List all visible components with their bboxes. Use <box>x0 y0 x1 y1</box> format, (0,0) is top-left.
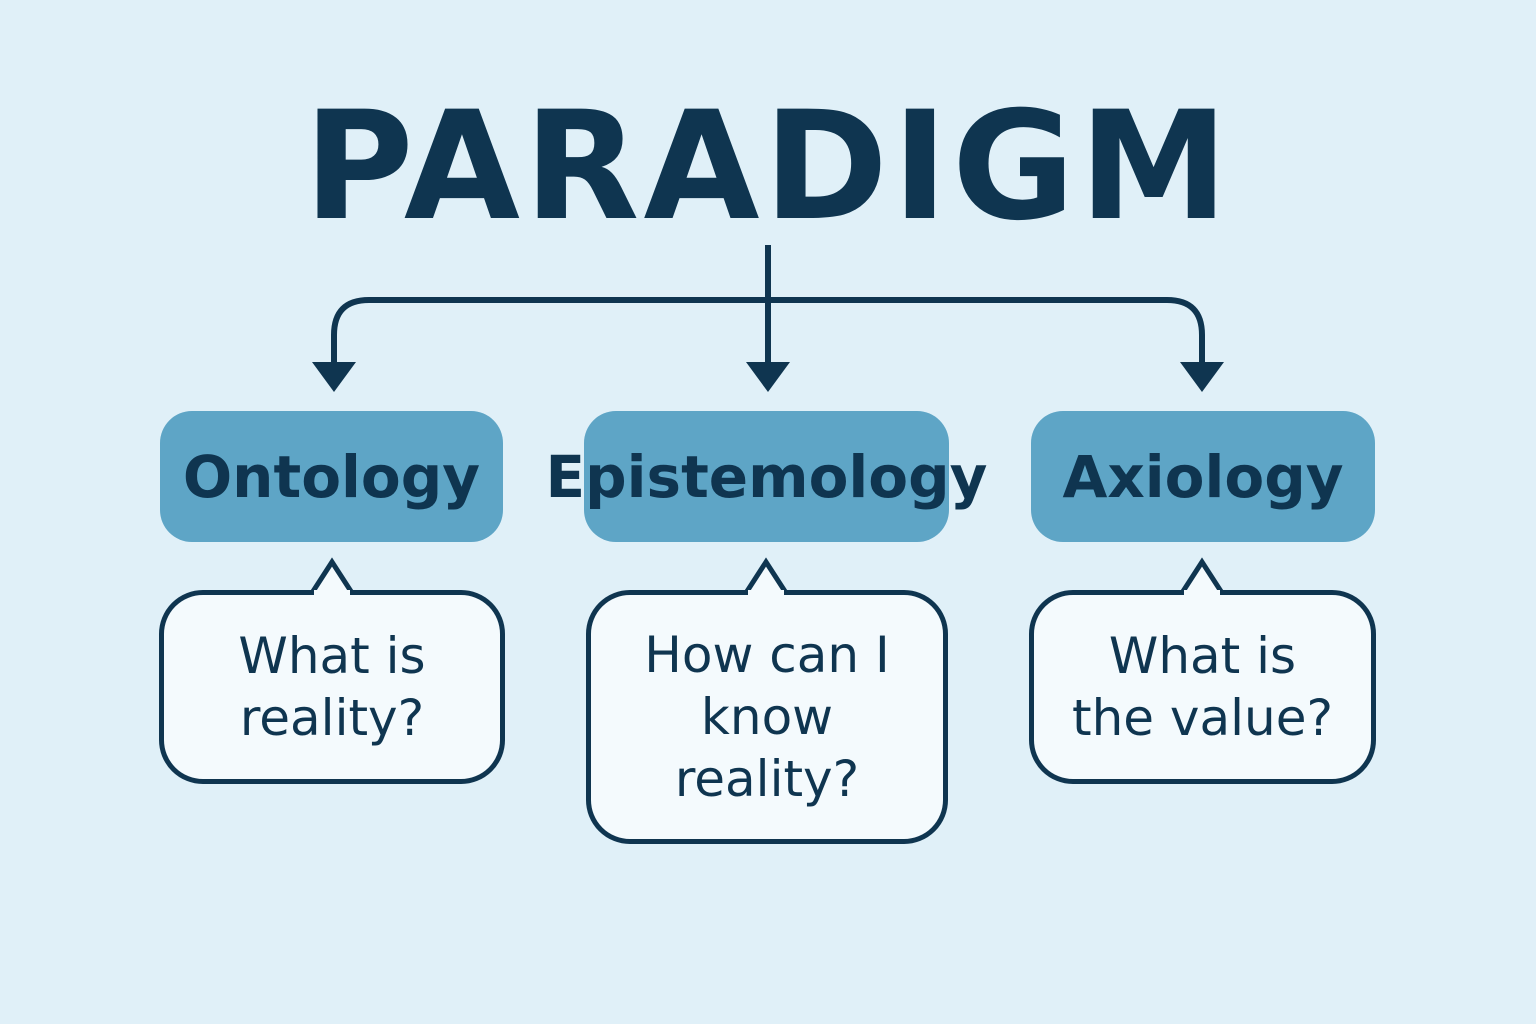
box-axiology: Axiology <box>1031 411 1375 542</box>
diagram-title: PARADIGM <box>303 80 1233 254</box>
question-axiology: What is the value? <box>1029 590 1376 784</box>
box-epistemology: Epistemology <box>546 411 987 542</box>
question-ontology: What is reality? <box>159 590 505 784</box>
box-ontology: Ontology <box>160 411 503 542</box>
question-epistemology: How can I know reality? <box>586 590 948 844</box>
